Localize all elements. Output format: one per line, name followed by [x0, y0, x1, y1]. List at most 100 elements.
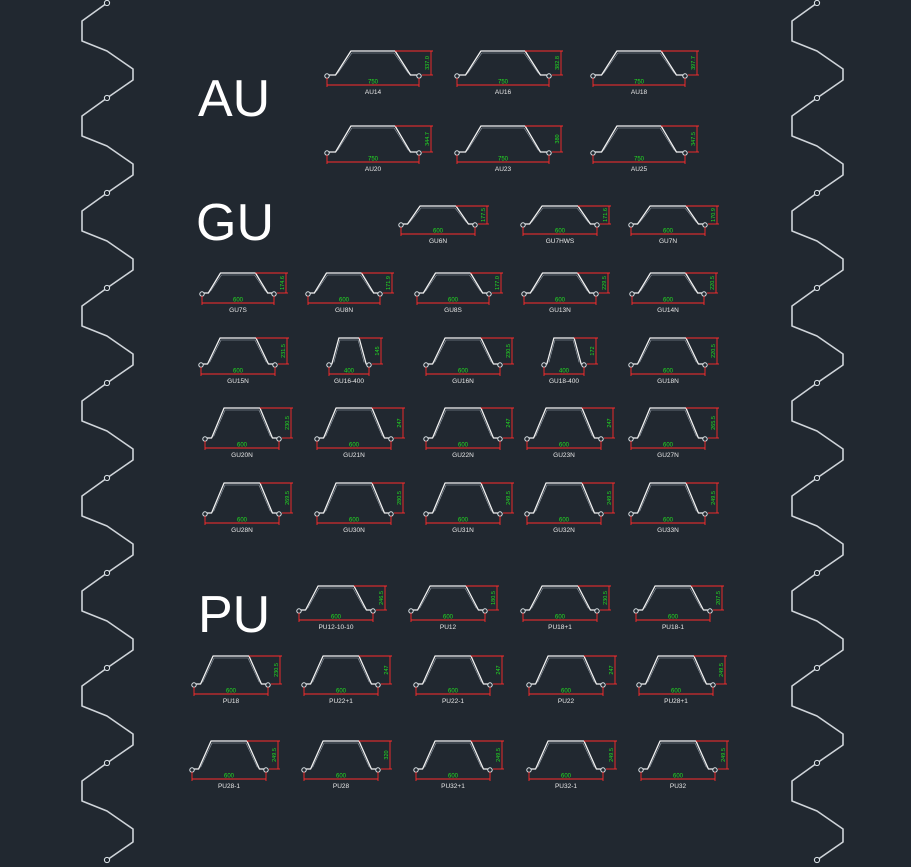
interlock-right: [416, 73, 422, 79]
interlock-left: [454, 150, 460, 156]
interlock-right: [600, 682, 606, 688]
profile-inner-line: [537, 657, 595, 683]
profile-name-label: GU28N: [231, 527, 253, 534]
height-dimension-value: 247: [397, 418, 403, 427]
height-dimension-value: 344.7: [425, 132, 431, 146]
profile-outline: [325, 50, 421, 76]
interlock-left: [541, 362, 547, 368]
profile-inner-line: [535, 484, 593, 512]
profile-outline: [409, 585, 487, 611]
height-dimension-value: 177.0: [495, 276, 501, 290]
interlock-left: [202, 511, 208, 517]
profile-name-label: PU12-10-10: [318, 624, 353, 631]
width-dimension-value: 400: [344, 369, 355, 375]
profile-name-label: PU28+1: [664, 698, 688, 705]
interlock-left: [408, 608, 414, 614]
width-dimension-value: 600: [349, 518, 360, 524]
width-dimension-value: 600: [663, 443, 674, 449]
profile-outline: [192, 655, 270, 685]
profile-catalog: 750337.0AU14750382.8AU16750397.7AU187503…: [189, 50, 729, 790]
interlock-right: [375, 767, 381, 773]
interlock-left: [526, 767, 532, 773]
width-dimension-value: 600: [458, 443, 469, 449]
profile-name-label: GU14N: [657, 307, 679, 314]
interlock-right: [594, 222, 600, 228]
interlock-right: [710, 682, 716, 688]
interlock-right: [272, 362, 278, 368]
width-dimension-value: 600: [668, 615, 679, 621]
interlock-left: [520, 608, 526, 614]
height-dimension-value: 337.0: [425, 56, 431, 70]
height-dimension-value: 231.5: [281, 344, 287, 358]
width-dimension-value: 600: [226, 689, 237, 695]
profile-name-label: PU28-1: [218, 783, 240, 790]
width-dimension-value: 750: [498, 80, 509, 86]
width-dimension-value: 600: [224, 774, 235, 780]
interlock-left: [521, 291, 527, 297]
profile-inner-line: [639, 339, 697, 363]
height-dimension-value: 249.5: [496, 748, 502, 762]
height-dimension-value: 347.5: [691, 132, 697, 146]
profile-outline: [522, 272, 598, 294]
profile-inner-line: [434, 484, 492, 512]
width-dimension-value: 600: [458, 518, 469, 524]
height-dimension-value: 265.5: [711, 416, 717, 430]
profile-outline: [639, 740, 717, 770]
height-dimension-value: 171.9: [386, 276, 392, 290]
profile-name-label: AU23: [495, 166, 512, 173]
width-dimension-value: 600: [448, 689, 459, 695]
profile-name-label: GU18-400: [549, 378, 579, 385]
interlock-right: [593, 291, 599, 297]
width-dimension-value: 600: [559, 443, 570, 449]
profile-inner-line: [649, 742, 707, 768]
profile-name-label: AU25: [631, 166, 648, 173]
interlock-left: [423, 362, 429, 368]
profile-inner-line: [467, 52, 539, 74]
interlock-right: [682, 73, 688, 79]
profile-name-label: GU16N: [452, 378, 474, 385]
interlock-right: [546, 73, 552, 79]
height-dimension-value: 249.5: [609, 748, 615, 762]
series-title-au: AU: [198, 70, 270, 128]
interlock-right: [702, 222, 708, 228]
profile-name-label: GU16-400: [334, 378, 364, 385]
profile-inner-line: [537, 742, 595, 768]
right-sheet-pile-wall: [791, 0, 844, 864]
profile-outline: [527, 655, 605, 685]
interlock-right: [598, 436, 604, 442]
interlock-right: [600, 767, 606, 773]
profile-name-label: GU15N: [227, 378, 249, 385]
width-dimension-value: 750: [368, 157, 379, 163]
width-dimension-value: 600: [561, 774, 572, 780]
height-dimension-value: 269.5: [285, 491, 291, 505]
profile-inner-line: [535, 409, 593, 437]
height-dimension-value: 247: [496, 665, 502, 674]
profile-outline: [415, 272, 491, 294]
profile-outline: [527, 740, 605, 770]
interlock-right: [263, 767, 269, 773]
height-dimension-value: 172: [590, 346, 596, 355]
width-dimension-value: 600: [443, 615, 454, 621]
profile-outline: [629, 407, 707, 439]
interlock-right: [366, 362, 372, 368]
profile-outline: [521, 205, 599, 225]
height-dimension-value: 249.5: [272, 748, 278, 762]
width-dimension-value: 600: [673, 774, 684, 780]
profile-outline: [399, 205, 477, 225]
height-dimension-value: 230.5: [285, 416, 291, 430]
profile-outline: [200, 272, 276, 294]
profile-inner-line: [639, 207, 697, 223]
